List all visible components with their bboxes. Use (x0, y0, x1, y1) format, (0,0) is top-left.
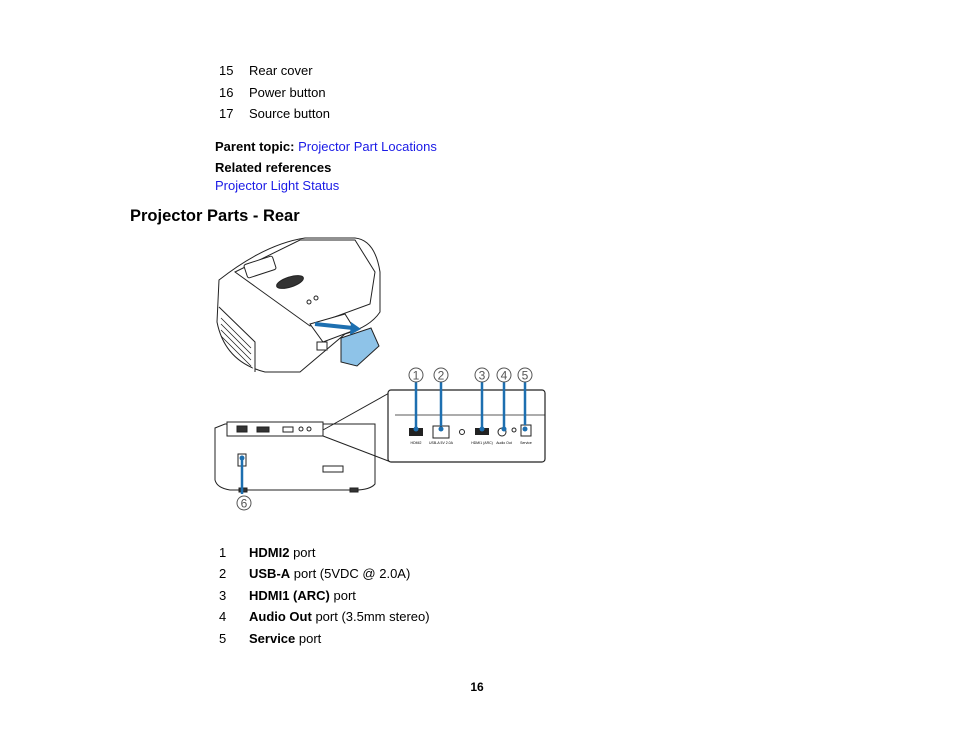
projector-top-illustration (216, 237, 381, 373)
port-label: Audio Out (496, 441, 512, 445)
port-description: port (3.5mm stereo) (311, 609, 430, 624)
item-text: Audio Out port (3.5mm stereo) (249, 608, 430, 626)
item-text: Service port (249, 630, 321, 648)
parent-topic-link[interactable]: Projector Part Locations (298, 139, 437, 154)
callout-circle (517, 367, 533, 383)
section-title: Projector Parts - Rear (130, 207, 300, 225)
callout-circle (236, 495, 252, 511)
callout-circle (433, 367, 449, 383)
related-reference-link[interactable]: Projector Light Status (215, 178, 340, 193)
parent-topic: Parent topic: Projector Part Locations (215, 138, 437, 156)
port-panel-zoom: HDMI2 USB-A 5V 2.0A HDMI1 (ARC) Audio Ou… (387, 389, 546, 463)
item-text: Source button (249, 106, 330, 121)
port-description: port (295, 631, 322, 646)
parent-topic-label: Parent topic: (215, 139, 295, 154)
port-name: USB-A (249, 566, 291, 581)
item-number: 4 (219, 609, 227, 624)
item-text: HDMI2 port (249, 544, 315, 562)
callout-dots (239, 426, 528, 461)
projector-rear-illustration (214, 421, 376, 493)
callout-circle (408, 367, 424, 383)
callout-number: 4 (501, 369, 508, 383)
port-description: port (5VDC @ 2.0A) (290, 566, 411, 581)
item-number: 16 (219, 85, 234, 100)
item-number: 5 (219, 631, 227, 646)
port-name: HDMI2 (249, 545, 290, 560)
port-name: HDMI1 (ARC) (249, 588, 330, 603)
port-name: Audio Out (249, 609, 312, 624)
port-description: port (329, 588, 356, 603)
item-number: 15 (219, 63, 234, 78)
callout-number: 6 (241, 497, 248, 511)
callout-circle (474, 367, 490, 383)
callout-lines (240, 382, 527, 494)
port-name: Service (249, 631, 296, 646)
rear-cover-illustration (314, 322, 380, 367)
item-number: 17 (219, 106, 234, 121)
port-label: USB-A 5V 2.0A (429, 441, 454, 445)
page-number: 16 (470, 680, 484, 694)
related-references-heading: Related references (215, 160, 332, 175)
port-label: Service (520, 441, 532, 445)
port-label: HDMI1 (ARC) (471, 441, 493, 445)
callout-number: 5 (522, 369, 529, 383)
item-text: Rear cover (249, 63, 313, 78)
port-label: HDMI2 (411, 441, 422, 445)
item-number: 1 (219, 545, 227, 560)
callout-circle (496, 367, 512, 383)
item-text: USB-A port (5VDC @ 2.0A) (249, 565, 410, 583)
callout-number: 3 (479, 369, 486, 383)
callout-number: 1 (413, 369, 420, 383)
item-number: 2 (219, 566, 227, 581)
item-number: 3 (219, 588, 227, 603)
item-text: HDMI1 (ARC) port (249, 587, 356, 605)
item-text: Power button (249, 85, 326, 100)
projector-rear-figure: HDMI2 USB-A 5V 2.0A HDMI1 (ARC) Audio Ou… (214, 237, 546, 511)
callout-number: 2 (438, 369, 445, 383)
port-description: port (289, 545, 316, 560)
